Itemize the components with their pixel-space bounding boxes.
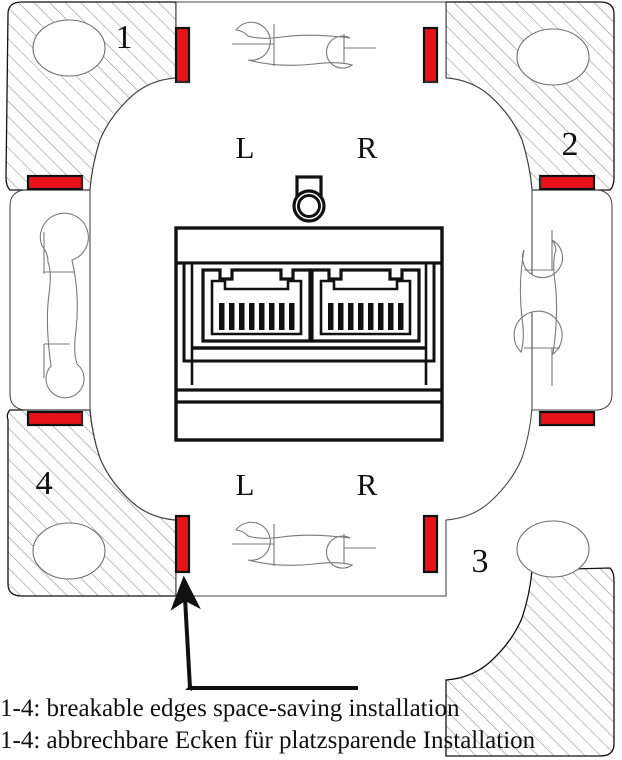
breakable-edge-right-top bbox=[538, 174, 596, 191]
mounting-hole bbox=[32, 19, 106, 77]
port-label-bottom-right: R bbox=[357, 467, 378, 502]
rj45-port-right[interactable] bbox=[310, 268, 421, 343]
diagram-labels: 1 2 3 4 L R L R bbox=[36, 19, 579, 580]
rj45-module[interactable] bbox=[174, 226, 444, 442]
corner-number-3: 3 bbox=[472, 543, 489, 580]
leader-arrow bbox=[170, 575, 358, 691]
port-label-top-right: R bbox=[357, 130, 378, 165]
port-label-bottom-left: L bbox=[236, 467, 255, 502]
corner-tab-bottom-right bbox=[445, 520, 615, 757]
rj45-port-left[interactable] bbox=[201, 268, 312, 343]
contact-pins-left bbox=[219, 303, 295, 330]
corner-number-4: 4 bbox=[36, 465, 53, 502]
breakable-edges bbox=[26, 26, 596, 574]
mounting-slot-bottom bbox=[232, 521, 376, 569]
breakable-edge-bottom-left bbox=[174, 514, 191, 574]
mounting-hole bbox=[516, 520, 590, 578]
caption-german: 1-4: abbrechbare Ecken für platzsparende… bbox=[0, 727, 536, 754]
mounting-hole bbox=[516, 28, 590, 86]
breakable-edge-bottom-right bbox=[422, 514, 439, 574]
ring-eyelet-icon bbox=[292, 175, 326, 223]
port-label-top-left: L bbox=[236, 130, 255, 165]
breakable-edge-top-left bbox=[174, 26, 191, 84]
breakable-edge-right-bottom bbox=[538, 410, 596, 427]
edge-tick-marks bbox=[81, 81, 541, 425]
caption-english: 1-4: breakable edges space-saving instal… bbox=[0, 695, 460, 722]
breakable-edge-left-top bbox=[26, 174, 84, 191]
mounting-slot-left bbox=[39, 212, 89, 399]
breakable-edge-left-bottom bbox=[26, 410, 84, 427]
corner-number-2: 2 bbox=[562, 126, 579, 163]
corner-number-1: 1 bbox=[116, 19, 133, 56]
corner-tab-top-left bbox=[5, 1, 177, 191]
mounting-slot-top bbox=[232, 21, 376, 69]
mounting-slot-right bbox=[513, 230, 564, 386]
corner-tab-bottom-left bbox=[6, 409, 177, 597]
breakable-edge-top-right bbox=[422, 26, 439, 84]
contact-pins-right bbox=[328, 303, 404, 330]
flange-outline bbox=[9, 189, 613, 411]
mounting-hole bbox=[32, 522, 106, 580]
